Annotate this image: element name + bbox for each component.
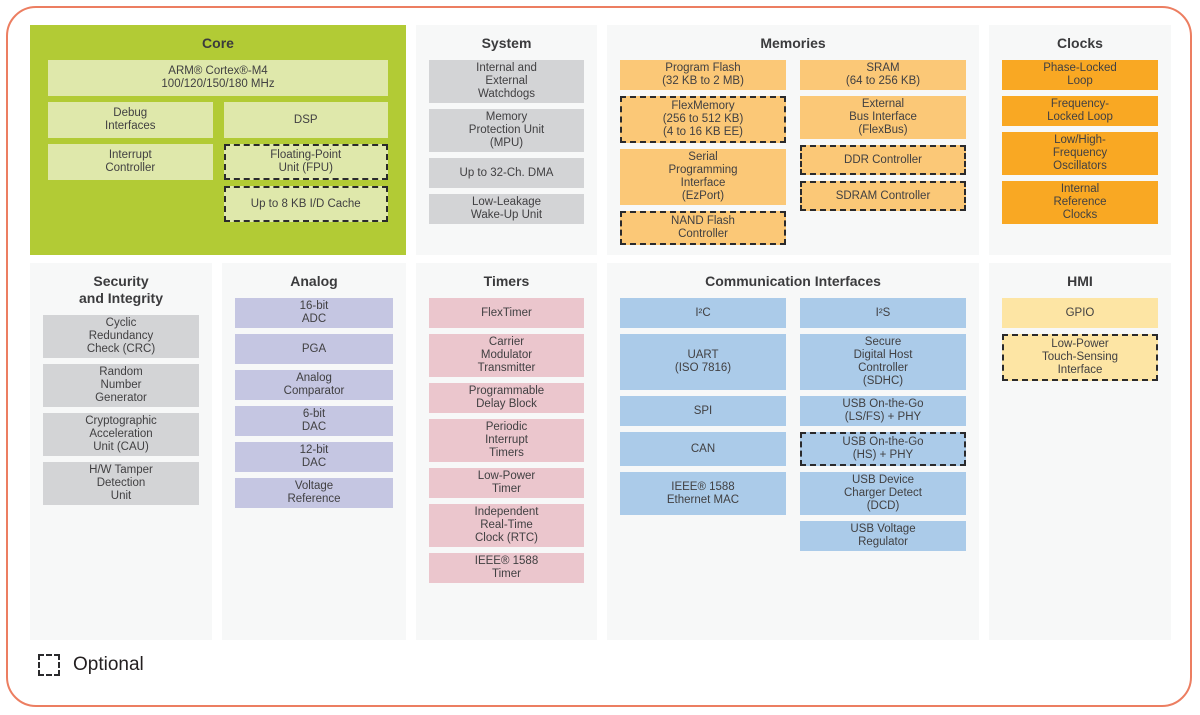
section-title-timers: Timers [483,273,530,289]
block-usb-device: USB Device Charger Detect (DCD) [800,472,966,515]
block-uart: UART (ISO 7816) [620,334,786,390]
section-columns: Cyclic Redundancy Check (CRC) Random Numb… [30,315,212,505]
block-i-c: I²C [620,298,786,328]
block-column: Cyclic Redundancy Check (CRC) Random Numb… [43,315,199,505]
block-low-power: Low-Power Timer [429,468,584,498]
section-analog: Analog 16-bit ADC PGA Analog Comparator 6-bi… [222,263,406,640]
block-analog: Analog Comparator [235,370,393,400]
section-title-hmi: HMI [1067,273,1093,289]
block-usb-on-the-go: USB On-the-Go (LS/FS) + PHY [800,396,966,426]
block-internal-and: Internal and External Watchdogs [429,60,584,103]
block-floating-point: Floating-Point Unit (FPU) [223,144,388,180]
block-column: Program Flash (32 KB to 2 MB) FlexMemory … [620,60,786,245]
block-secure: Secure Digital Host Controller (SDHC) [800,334,966,390]
section-title-core: Core [202,35,234,51]
block-column: SRAM (64 to 256 KB) External Bus Interfac… [800,60,966,245]
block-low-leakage: Low-Leakage Wake-Up Unit [429,194,584,224]
block-up-to-32-ch-dma: Up to 32-Ch. DMA [429,158,584,188]
block-column: 16-bit ADC PGA Analog Comparator 6-bit DAC 1… [235,298,393,508]
block-usb-voltage: USB Voltage Regulator [800,521,966,551]
section-columns: GPIO Low-Power Touch-Sensing Interface [989,298,1171,381]
block-frequency: Frequency- Locked Loop [1002,96,1158,126]
block-ddr-controller: DDR Controller [800,145,966,175]
optional-legend: Optional [38,654,144,676]
block-interrupt: Interrupt Controller [48,144,213,180]
block-phase-locked: Phase-Locked Loop [1002,60,1158,90]
block-internal: Internal Reference Clocks [1002,181,1158,224]
block-low-high: Low/High- Frequency Oscillators [1002,132,1158,175]
block-programmable: Programmable Delay Block [429,383,584,413]
block-voltage: Voltage Reference [235,478,393,508]
block-debug: Debug Interfaces [48,102,213,138]
block-nand-flash: NAND Flash Controller [620,211,786,245]
block-h-w-tamper: H/W Tamper Detection Unit [43,462,199,505]
block-pga: PGA [235,334,393,364]
block-flextimer: FlexTimer [429,298,584,328]
block-flexmemory: FlexMemory (256 to 512 KB) (4 to 16 KB E… [620,96,786,143]
block-i-s: I²S [800,298,966,328]
block-external: External Bus Interface (FlexBus) [800,96,966,139]
block-sram: SRAM (64 to 256 KB) [800,60,966,90]
block-dsp: DSP [223,102,388,138]
block-periodic: Periodic Interrupt Timers [429,419,584,462]
block-program-flash: Program Flash (32 KB to 2 MB) [620,60,786,90]
block-gpio: GPIO [1002,298,1158,328]
block-up-to-8-kb-i-d-cache: Up to 8 KB I/D Cache [223,186,388,222]
block-16-bit: 16-bit ADC [235,298,393,328]
block-6-bit: 6-bit DAC [235,406,393,436]
block-spi: SPI [620,396,786,426]
block-usb-on-the-go: USB On-the-Go (HS) + PHY [800,432,966,466]
block-sdram-controller: SDRAM Controller [800,181,966,211]
section-title-memories: Memories [760,35,826,51]
block-arm-cortex-m4: ARM® Cortex®-M4 100/120/150/180 MHz [48,60,388,96]
block-12-bit: 12-bit DAC [235,442,393,472]
section-columns: Program Flash (32 KB to 2 MB) FlexMemory … [607,60,979,245]
block-ieee-1588: IEEE® 1588 Timer [429,553,584,583]
block-serial: Serial Programming Interface (EzPort) [620,149,786,205]
block-memory: Memory Protection Unit (MPU) [429,109,584,152]
block-column: DSP Floating-Point Unit (FPU) Up to 8 KB I… [223,102,388,222]
section-title-system: System [481,35,532,51]
block-column: GPIO Low-Power Touch-Sensing Interface [1002,298,1158,381]
block-can: CAN [620,432,786,466]
block-cyclic: Cyclic Redundancy Check (CRC) [43,315,199,358]
block-cryptographic: Cryptographic Acceleration Unit (CAU) [43,413,199,456]
block-carrier: Carrier Modulator Transmitter [429,334,584,377]
dashed-square-icon [38,654,60,676]
section-columns: 16-bit ADC PGA Analog Comparator 6-bit DAC 1… [222,298,406,508]
block-independent: Independent Real-Time Clock (RTC) [429,504,584,547]
section-columns: I²C UART (ISO 7816) SPI CAN IEEE® 1588 Ether… [607,298,979,551]
block-low-power: Low-Power Touch-Sensing Interface [1002,334,1158,381]
section-title-clocks: Clocks [1057,35,1103,51]
block-ieee-1588: IEEE® 1588 Ethernet MAC [620,472,786,515]
section-hmi: HMI GPIO Low-Power Touch-Sensing Interface [989,263,1171,640]
block-random: Random Number Generator [43,364,199,407]
section-title-security: Security and Integrity [78,273,163,306]
legend-label: Optional [73,654,144,675]
section-title-analog: Analog [290,273,338,289]
section-title-comm: Communication Interfaces [705,273,881,289]
